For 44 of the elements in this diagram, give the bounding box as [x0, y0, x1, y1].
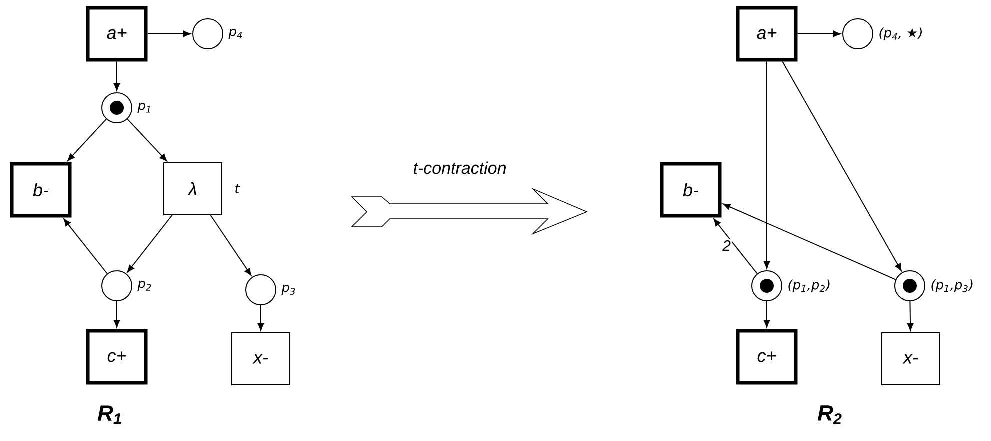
arrow — [782, 61, 902, 272]
place-label: p$_{4}$ — [228, 29, 242, 39]
arrow — [764, 61, 770, 269]
net-title: R$_{1}$ — [98, 406, 122, 424]
place-circle — [102, 270, 132, 302]
arrow — [907, 301, 914, 331]
place-label: (p$_{1}$,p$_{2}$) — [788, 280, 830, 292]
transition-box: x- — [232, 332, 290, 386]
place-label: (p$_{1}$,p$_{3}$) — [932, 280, 973, 292]
arrow — [147, 30, 192, 38]
arrow — [127, 118, 168, 162]
arrow — [68, 118, 107, 162]
place-label: t — [236, 184, 240, 194]
place-label: p$_{2}$ — [138, 281, 152, 291]
marked-place-circle — [894, 270, 926, 302]
place-label: (p$_{4}$, ★) — [880, 28, 922, 40]
net-title: R$_{2}$ — [818, 406, 842, 424]
arrow — [714, 218, 758, 274]
transition-box: c+ — [736, 329, 798, 385]
arrow-label: t-contraction — [414, 162, 506, 174]
transition-box: b- — [10, 162, 72, 218]
edge-label: 2 — [722, 240, 732, 252]
transition-box: λ — [164, 162, 222, 216]
arrow — [114, 61, 120, 91]
arrow — [797, 30, 841, 38]
arrow — [258, 305, 264, 331]
arrow — [114, 301, 120, 328]
marked-place-circle — [752, 270, 782, 302]
arrow — [127, 215, 173, 273]
transition-box: a+ — [736, 6, 798, 62]
place-circle — [842, 18, 874, 50]
arrow — [723, 204, 896, 280]
place-label: p$_{1}$ — [138, 103, 150, 113]
arrow — [210, 215, 252, 276]
transition-box: c+ — [86, 329, 148, 385]
place-circle — [246, 274, 276, 306]
arrow — [64, 218, 108, 274]
arrow — [764, 301, 770, 328]
transition-box: a+ — [86, 6, 148, 62]
place-label: p$_{3}$ — [282, 284, 296, 295]
marked-place-circle — [102, 92, 132, 124]
place-circle — [192, 18, 224, 50]
transition-box: x- — [882, 332, 940, 386]
transition-box: b- — [660, 162, 722, 218]
